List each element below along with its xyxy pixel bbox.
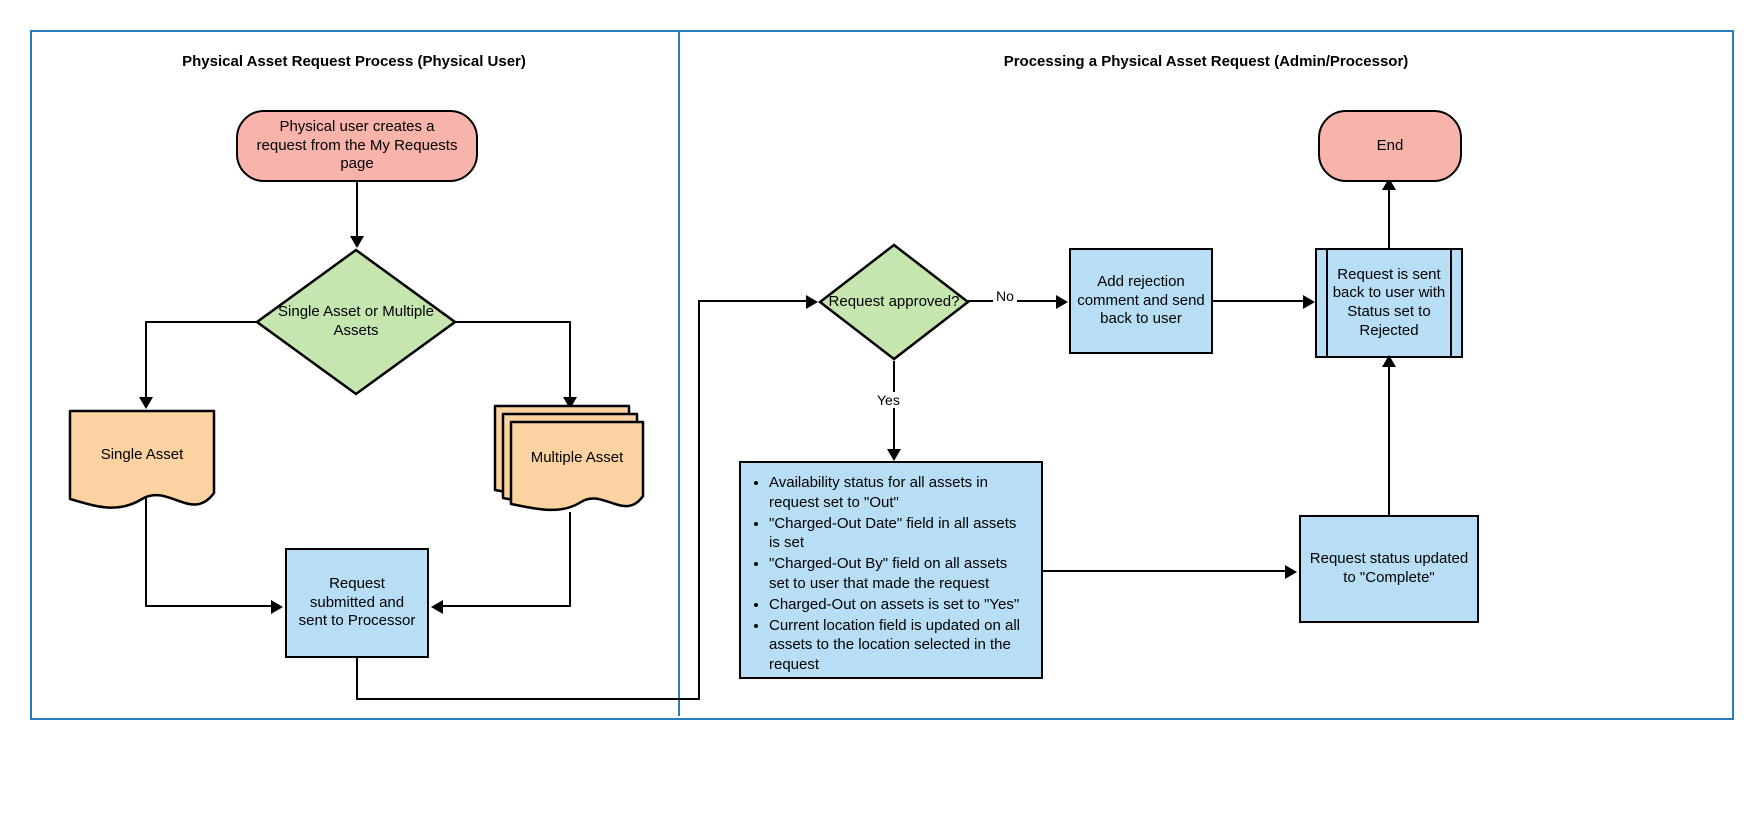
approved-steps-list: Availability status for all assets in re… [747, 473, 1031, 675]
arrowhead-no-branch [1056, 295, 1068, 309]
edge-submitted-across [356, 698, 700, 700]
edge-rejection-to-sentback [1213, 300, 1311, 302]
edge-label-yes: Yes [874, 392, 903, 408]
decision-single-or-multiple: Single Asset or Multiple Assets [255, 248, 457, 396]
process-status-complete: Request status updated to "Complete" [1299, 515, 1479, 623]
edge-decision-right-down [569, 321, 571, 405]
edge-single-to-submitted [145, 497, 147, 607]
edge-decision-right [455, 321, 571, 323]
arrowhead-status-to-sentback [1382, 355, 1396, 367]
edge-multiple-to-submitted-h [443, 605, 571, 607]
start-node: Physical user creates a request from the… [236, 110, 478, 182]
edge-status-to-sentback [1388, 358, 1390, 515]
swimlane-pool [30, 30, 1734, 720]
process-add-rejection-comment: Add rejection comment and send back to u… [1069, 248, 1213, 354]
arrowhead-into-approved [806, 295, 818, 309]
lane-title-right: Processing a Physical Asset Request (Adm… [1003, 53, 1409, 70]
edge-submitted-down [356, 658, 358, 700]
decision-request-approved: Request approved? [818, 243, 970, 361]
process-request-sent-back-label: Request is sent back to user with Status… [1332, 265, 1446, 339]
arrowhead-rejection-to-sentback [1303, 295, 1315, 309]
document-multiple-asset: Multiple Asset [493, 404, 645, 519]
edge-decision-left-down [145, 321, 147, 405]
list-item: Charged-Out on assets is set to "Yes" [769, 595, 1031, 615]
process-approved-steps: Availability status for all assets in re… [739, 461, 1043, 679]
edge-yes-branch [893, 361, 895, 457]
predef-left-bar [1326, 250, 1328, 356]
document-multiple-asset-label: Multiple Asset [530, 449, 624, 466]
edge-steps-to-status [1043, 570, 1289, 572]
arrowhead-to-single-asset [139, 397, 153, 409]
edge-cross-lane-up [698, 300, 700, 698]
document-single-asset: Single Asset [68, 409, 216, 514]
edge-decision-left [145, 321, 257, 323]
decision-request-approved-label: Request approved? [828, 292, 960, 310]
list-item: Availability status for all assets in re… [769, 473, 1031, 513]
edge-label-no: No [993, 288, 1017, 304]
edge-multiple-to-submitted [569, 512, 571, 607]
end-node: End [1318, 110, 1462, 182]
predef-right-bar [1450, 250, 1452, 356]
arrowhead-single-to-submitted [271, 600, 283, 614]
process-request-submitted: Request submitted and sent to Processor [285, 548, 429, 658]
edge-start-to-decision [356, 182, 358, 244]
lane-title-left: Physical Asset Request Process (Physical… [182, 53, 526, 70]
arrowhead-yes-branch [887, 449, 901, 461]
arrowhead-multiple-to-submitted [431, 600, 443, 614]
process-request-sent-back: Request is sent back to user with Status… [1315, 248, 1463, 358]
edge-sentback-to-end [1388, 182, 1390, 248]
decision-single-or-multiple-label: Single Asset or Multiple Assets [278, 303, 434, 339]
list-item: Current location field is updated on all… [769, 616, 1031, 675]
edge-single-to-submitted-h [145, 605, 273, 607]
list-item: "Charged-Out Date" field in all assets i… [769, 514, 1031, 554]
document-single-asset-label: Single Asset [100, 446, 184, 463]
list-item: "Charged-Out By" field on all assets set… [769, 554, 1031, 594]
lane-divider [678, 30, 680, 716]
edge-into-approved [698, 300, 812, 302]
arrowhead-start-to-decision [350, 236, 364, 248]
arrowhead-steps-to-status [1285, 565, 1297, 579]
